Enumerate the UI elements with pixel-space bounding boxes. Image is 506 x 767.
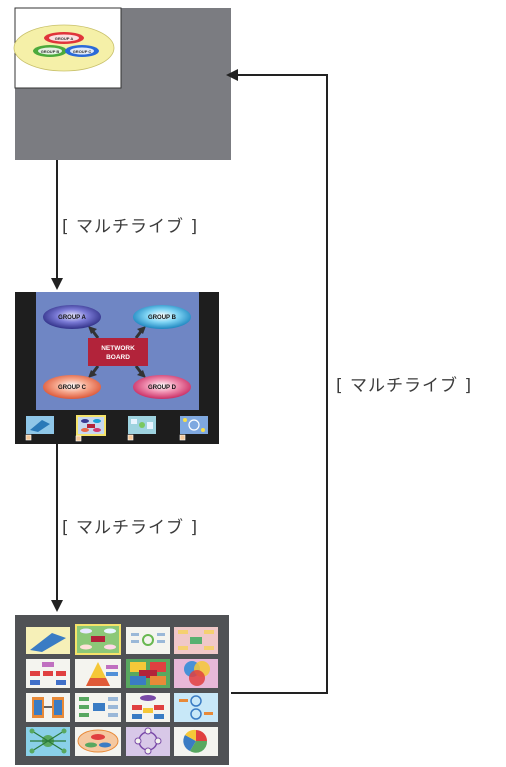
grid-thumbnail[interactable] bbox=[26, 727, 70, 756]
grid-thumbnail[interactable] bbox=[174, 627, 218, 654]
grid-thumbnail[interactable] bbox=[174, 693, 218, 722]
mini-group-b-label: GROUP B bbox=[41, 49, 60, 54]
grid-thumbnail[interactable] bbox=[75, 693, 121, 722]
group-d-label: GROUP D bbox=[148, 385, 177, 391]
grid-thumbnail[interactable] bbox=[174, 659, 218, 688]
network-board-box bbox=[88, 338, 148, 366]
flow-arrow-middle-to-bottom bbox=[51, 444, 63, 612]
group-b-oval bbox=[133, 305, 191, 329]
grid-thumbnail[interactable] bbox=[126, 693, 170, 722]
board-connector-heads bbox=[88, 326, 146, 378]
label-top-to-middle: [ マルチライブ ] bbox=[62, 217, 199, 237]
grid-thumbnail[interactable] bbox=[126, 659, 170, 688]
thumbnail[interactable] bbox=[179, 416, 208, 441]
grid-thumbnail[interactable] bbox=[26, 693, 70, 722]
thumbnail[interactable] bbox=[127, 416, 156, 441]
flow-arrow-bottom-to-top bbox=[226, 69, 328, 694]
flow-arrow-top-to-middle bbox=[51, 160, 63, 290]
group-d-oval bbox=[133, 375, 191, 399]
bottom-screen bbox=[15, 615, 229, 765]
grid-thumbnail[interactable] bbox=[75, 624, 121, 655]
grid-thumbnail[interactable] bbox=[126, 727, 170, 756]
group-c-oval bbox=[43, 375, 101, 399]
grid-thumbnail[interactable] bbox=[75, 659, 121, 688]
grid-thumbnail[interactable] bbox=[26, 627, 70, 654]
grid-thumbnail[interactable] bbox=[174, 727, 218, 756]
top-screen-inset: GROUP A GROUP B GROUP C bbox=[13, 7, 122, 89]
group-a-label: GROUP A bbox=[58, 315, 86, 321]
mini-group-a-label: GROUP A bbox=[55, 36, 74, 41]
grid-thumbnail[interactable] bbox=[26, 659, 70, 688]
network-board-line1: NETWORK bbox=[101, 345, 135, 352]
top-screen: GROUP A GROUP B GROUP C bbox=[13, 7, 231, 160]
mini-group-c-label: GROUP C bbox=[73, 49, 92, 54]
group-a-oval bbox=[43, 305, 101, 329]
grid-thumbnail[interactable] bbox=[126, 627, 170, 654]
thumbnail-selected[interactable] bbox=[75, 415, 106, 442]
grid-thumbnail[interactable] bbox=[75, 727, 121, 756]
group-b-label: GROUP B bbox=[148, 315, 177, 321]
label-middle-to-bottom: [ マルチライブ ] bbox=[62, 518, 199, 538]
label-bottom-to-top: [ マルチライブ ] bbox=[336, 376, 473, 396]
thumbnail[interactable] bbox=[25, 416, 54, 441]
group-c-label: GROUP C bbox=[58, 385, 87, 391]
network-board-line2: BOARD bbox=[106, 354, 130, 361]
middle-screen: NETWORK BOARD GROUP A GROUP B GROUP C GR… bbox=[15, 292, 219, 444]
thumbnail-strip bbox=[25, 415, 208, 442]
